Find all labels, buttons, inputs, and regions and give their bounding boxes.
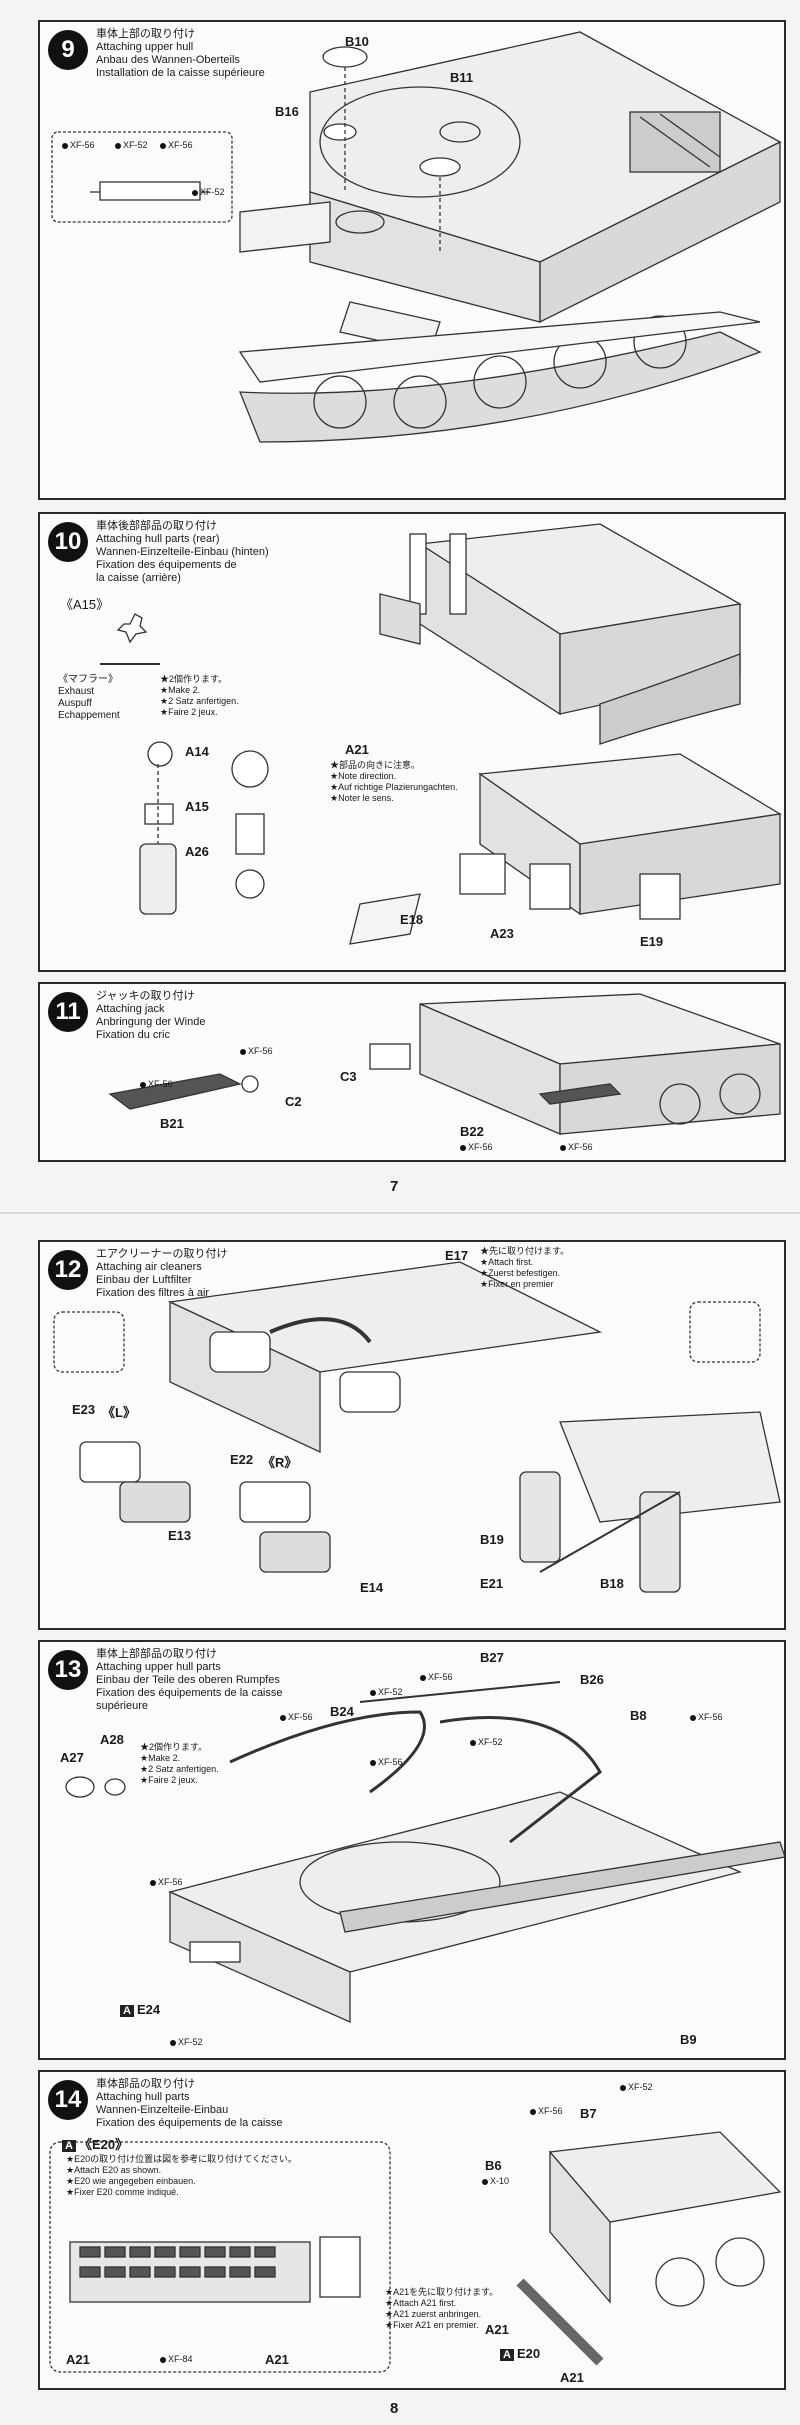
hull-parts-illustration: [49, 2131, 782, 2373]
paint-code: XF-56: [460, 1142, 493, 1152]
part-label: E21: [480, 1576, 504, 1591]
e20-note: ★E20の取り付け位置は図を参考に取り付けてください。 ★Attach E20 …: [66, 2154, 297, 2197]
step-number: 9: [48, 30, 88, 70]
part-label: A27: [60, 1750, 84, 1765]
paint-code: XF-52: [192, 187, 225, 197]
step-titles: 車体部品の取り付け Attaching hull parts Wannen-Ei…: [96, 2078, 283, 2129]
part-label: E13: [168, 1528, 192, 1543]
paint-code: XF-52: [620, 2082, 653, 2092]
part-label: A21: [560, 2370, 584, 2385]
part-label: B9: [680, 2032, 697, 2047]
step-9-panel: 9 車体上部の取り付け Attaching upper hull Anbau d…: [38, 20, 786, 500]
page-divider: [0, 1212, 800, 1214]
direction-note: ★部品の向きに注意。 ★Note direction. ★Auf richtig…: [330, 760, 458, 803]
upper-hull-illustration: [51, 31, 782, 443]
paint-code: XF-56: [140, 1079, 173, 1089]
paint-code: XF-56: [280, 1712, 313, 1722]
rear-hull-illustration: [100, 523, 782, 945]
air-cleaner-illustration: [53, 1261, 781, 1593]
part-label: E19: [640, 934, 664, 949]
part-label: E23: [72, 1402, 96, 1417]
part-label: A26: [185, 844, 209, 859]
paint-code: X-10: [482, 2176, 509, 2186]
paint-code: XF-56: [530, 2106, 563, 2116]
parts-tree-letter: A: [500, 2349, 514, 2361]
part-label: A21: [66, 2352, 90, 2367]
paint-code: XF-56: [240, 1046, 273, 1056]
make-two-note: ★2個作ります。 ★Make 2. ★2 Satz anfertigen. ★F…: [160, 674, 239, 717]
a21-note: ★A21を先に取り付けます。 ★Attach A21 first. ★A21 z…: [385, 2287, 499, 2330]
part-label: A28: [100, 1732, 124, 1747]
e20-header: A《E20》: [62, 2134, 128, 2153]
page-number: 7: [390, 1178, 399, 1195]
part-label: B11: [450, 70, 474, 85]
part-label: A21: [265, 2352, 289, 2367]
page-number: 8: [390, 2400, 399, 2417]
part-label: B22: [460, 1124, 484, 1139]
paint-code: XF-56: [150, 1877, 183, 1887]
part-label: B27: [480, 1650, 504, 1665]
step-14-panel: 14 車体部品の取り付け Attaching hull parts Wannen…: [38, 2070, 786, 2390]
paint-code: XF-84: [160, 2354, 193, 2364]
step-titles: ジャッキの取り付け Attaching jack Anbringung der …: [96, 990, 206, 1041]
part-label: B7: [580, 2106, 597, 2121]
part-label: B10: [345, 34, 369, 49]
paint-code: XF-52: [470, 1737, 503, 1747]
jack-illustration: [108, 993, 781, 1135]
step-11-panel: 11 ジャッキの取り付け Attaching jack Anbringung d…: [38, 982, 786, 1162]
part-label: B8: [630, 1708, 647, 1723]
step-number: 10: [48, 522, 88, 562]
step-12-panel: 12 エアクリーナーの取り付け Attaching air cleaners E…: [38, 1240, 786, 1630]
part-label: B19: [480, 1532, 504, 1547]
part-label: B24: [330, 1704, 354, 1719]
step-titles: 車体上部部品の取り付け Attaching upper hull parts E…: [96, 1648, 283, 1712]
paint-code: XF-56: [560, 1142, 593, 1152]
part-label: A14: [185, 744, 209, 759]
part-label: E18: [400, 912, 424, 927]
part-label: C2: [285, 1094, 302, 1109]
part-label: A15: [185, 799, 209, 814]
a15-label: 《A15》: [60, 597, 110, 612]
part-label: B6: [485, 2158, 502, 2173]
exhaust-label: 《マフラー》 Exhaust Auspuff Echappement: [58, 674, 120, 721]
parts-tree-letter: A: [120, 2005, 134, 2017]
step-13-panel: 13 車体上部部品の取り付け Attaching upper hull part…: [38, 1640, 786, 2060]
side-label: 《L》: [102, 1405, 136, 1420]
paint-code: XF-56: [690, 1712, 723, 1722]
paint-code: XF-52: [370, 1687, 403, 1697]
part-label: B16: [275, 104, 299, 119]
paint-code: XF-52: [115, 140, 148, 150]
step-number: 11: [48, 992, 88, 1032]
part-label: C3: [340, 1069, 357, 1084]
make-two-note: ★2個作ります。 ★Make 2. ★2 Satz anfertigen. ★F…: [140, 1742, 219, 1785]
step-number: 14: [48, 2080, 88, 2120]
part-label: B21: [160, 1116, 184, 1131]
upper-hull-parts-illustration: [65, 1681, 784, 2024]
part-label: A21: [485, 2322, 509, 2337]
paint-code: XF-56: [62, 140, 95, 150]
step-titles: 車体後部部品の取り付け Attaching hull parts (rear) …: [96, 520, 269, 584]
part-label: E17: [445, 1248, 469, 1263]
side-label: 《R》: [262, 1455, 298, 1470]
paint-code: XF-56: [160, 140, 193, 150]
paint-code: XF-52: [170, 2037, 203, 2047]
part-label: E22: [230, 1452, 254, 1467]
part-label: B18: [600, 1576, 624, 1591]
step-titles: エアクリーナーの取り付け Attaching air cleaners Einb…: [96, 1248, 228, 1299]
attach-first-note: ★先に取り付けます。 ★Attach first. ★Zuerst befest…: [480, 1246, 570, 1289]
step-titles: 車体上部の取り付け Attaching upper hull Anbau des…: [96, 28, 265, 79]
paint-code: XF-56: [420, 1672, 453, 1682]
step-number: 12: [48, 1250, 88, 1290]
step-number: 13: [48, 1650, 88, 1690]
parts-tree-letter: A: [62, 2140, 76, 2152]
part-label: B26: [580, 1672, 604, 1687]
part-label: A21: [345, 742, 369, 757]
paint-code: XF-56: [370, 1757, 403, 1767]
part-label: A23: [490, 926, 514, 941]
step-10-panel: 10 車体後部部品の取り付け Attaching hull parts (rea…: [38, 512, 786, 972]
part-label: E14: [360, 1580, 384, 1595]
